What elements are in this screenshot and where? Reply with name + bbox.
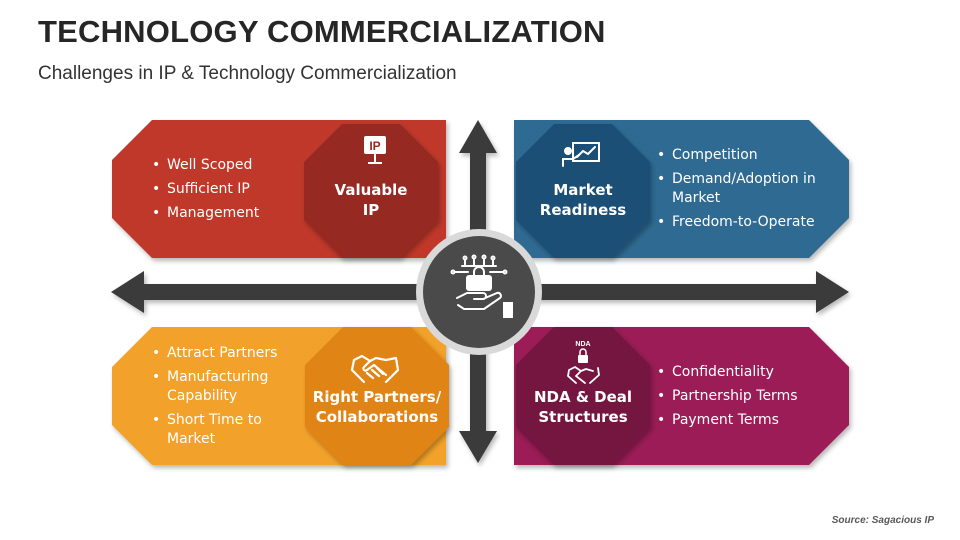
ip-sign-icon: IP bbox=[364, 136, 386, 164]
market-readiness-bullets: Competition Demand/Adoption in Market Fr… bbox=[657, 146, 837, 237]
source-note: Source: Sagacious IP bbox=[831, 515, 934, 526]
nda-icon-text: NDA bbox=[575, 341, 590, 348]
list-item: Management bbox=[152, 204, 292, 223]
valuable-ip-bullets: Well Scoped Sufficient IP Management bbox=[152, 156, 292, 228]
market-readiness-badge bbox=[516, 124, 650, 258]
nda-deal-badge bbox=[516, 327, 650, 465]
valuable-ip-badge bbox=[304, 124, 438, 258]
valuable-ip-label-line1: Valuable bbox=[334, 181, 408, 199]
right-partners-label-line2: Collaborations bbox=[315, 408, 439, 427]
handshake-icon bbox=[350, 354, 400, 384]
right-partners-label-line1: Right Partners/ bbox=[312, 388, 442, 406]
right-partners-badge bbox=[305, 327, 449, 465]
list-item: Freedom-to-Operate bbox=[657, 213, 837, 232]
list-item: Attract Partners bbox=[152, 344, 302, 363]
nda-deal-label-line1: NDA & Deal bbox=[533, 388, 633, 406]
market-readiness-label-line1: Market bbox=[553, 181, 613, 199]
right-partners-bullets: Attract Partners Manufacturing Capabilit… bbox=[152, 344, 302, 453]
list-item: Payment Terms bbox=[657, 411, 837, 430]
list-item: Well Scoped bbox=[152, 156, 292, 175]
list-item: Sufficient IP bbox=[152, 180, 292, 199]
list-item: Confidentiality bbox=[657, 363, 837, 382]
valuable-ip-label-line2: IP bbox=[362, 201, 380, 220]
list-item: Manufacturing Capability bbox=[152, 368, 302, 406]
presentation-icon bbox=[562, 142, 600, 167]
nda-deal-label: NDA & Deal Structures bbox=[522, 387, 644, 428]
technology-hand-icon bbox=[450, 254, 513, 318]
market-readiness-label-line2: Readiness bbox=[539, 201, 627, 220]
market-readiness-label: Market Readiness bbox=[526, 180, 640, 221]
list-item: Competition bbox=[657, 146, 837, 165]
nda-deal-label-line2: Structures bbox=[538, 408, 628, 427]
nda-deal-bullets: Confidentiality Partnership Terms Paymen… bbox=[657, 363, 837, 435]
list-item: Demand/Adoption in Market bbox=[657, 170, 837, 208]
ip-icon-text: IP bbox=[369, 139, 380, 153]
nda-handshake-icon: NDA bbox=[567, 341, 600, 384]
list-item: Partnership Terms bbox=[657, 387, 837, 406]
page-subtitle: Challenges in IP & Technology Commercial… bbox=[38, 63, 457, 84]
list-item: Short Time to Market bbox=[152, 411, 302, 449]
page-title: TECHNOLOGY COMMERCIALIZATION bbox=[38, 14, 606, 49]
right-partners-label: Right Partners/ Collaborations bbox=[307, 387, 447, 428]
valuable-ip-label: Valuable IP bbox=[316, 180, 426, 221]
